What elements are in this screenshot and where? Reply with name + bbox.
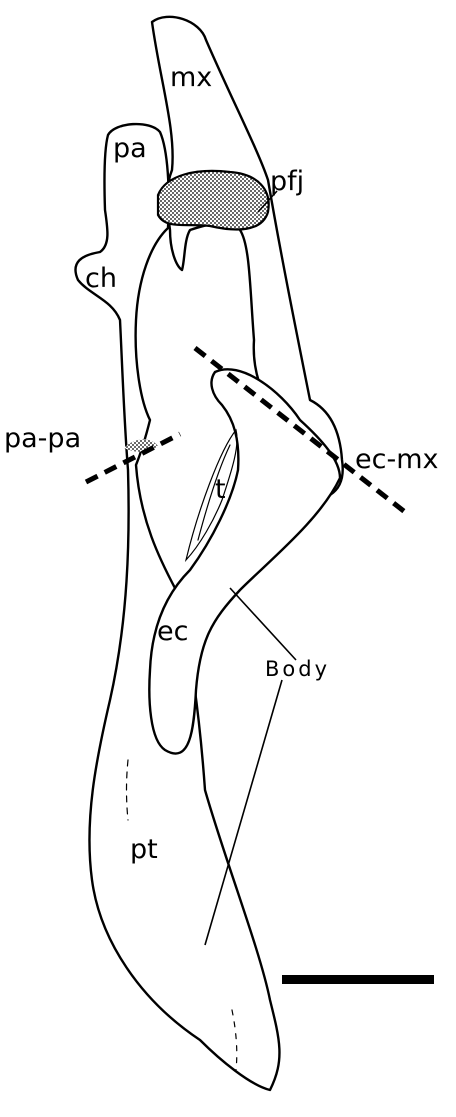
label-pt: pt [130,834,158,865]
label-ec-mx: ec-mx [355,444,439,475]
body-leader-lower [205,680,282,945]
label-pa-pa: pa-pa [4,423,81,454]
label-body: Body [265,657,330,681]
label-ec: ec [157,616,188,647]
label-t: t [215,474,226,505]
label-pa: pa [113,133,147,164]
prefrontal-joint-facet [158,171,269,230]
body-leader-upper [230,588,296,660]
label-ch: ch [85,263,117,294]
scale-bar [282,975,434,984]
label-pfj: pfj [270,166,304,197]
label-mx: mx [170,62,212,93]
